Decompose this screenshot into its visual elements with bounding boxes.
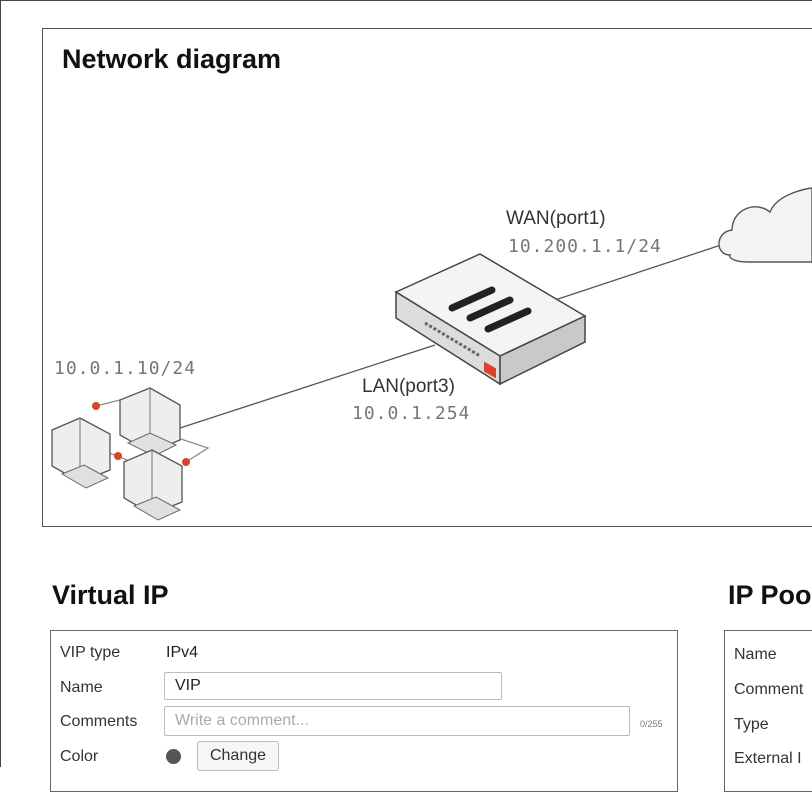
name-label: Name xyxy=(60,679,103,696)
color-label: Color xyxy=(60,748,99,765)
client-ip: 10.0.1.10/24 xyxy=(54,358,197,379)
pool-type-label: Type xyxy=(734,716,769,733)
pool-external-label: External I xyxy=(734,750,802,767)
pool-name-label: Name xyxy=(734,646,777,663)
lan-link xyxy=(179,344,436,429)
pool-comments-label: Comment xyxy=(734,681,804,698)
network-diagram-svg xyxy=(51,187,812,521)
vip-type-value: IPv4 xyxy=(166,644,199,661)
wan-ip: 10.200.1.1/24 xyxy=(508,236,662,257)
firewall-icon xyxy=(394,253,587,386)
wan-label: WAN(port1) xyxy=(506,208,606,229)
wan-link xyxy=(554,241,731,301)
comments-counter: 0/255 xyxy=(640,719,663,729)
name-input[interactable] xyxy=(164,672,502,700)
outer-frame xyxy=(0,0,812,767)
change-color-button[interactable]: Change xyxy=(197,741,279,771)
lan-label: LAN(port3) xyxy=(362,376,455,397)
ip-pool-title: IP Poo xyxy=(728,580,812,610)
lan-ip: 10.0.1.254 xyxy=(352,403,471,424)
color-swatch-icon xyxy=(166,749,181,764)
diagram-title: Network diagram xyxy=(62,44,282,74)
comments-input[interactable] xyxy=(164,706,630,736)
vip-type-label: VIP type xyxy=(60,644,121,661)
ip-pool-form xyxy=(724,630,812,792)
cloud-icon xyxy=(718,187,812,263)
client-computers-icon xyxy=(51,387,210,521)
virtual-ip-title: Virtual IP xyxy=(52,580,169,610)
comments-label: Comments xyxy=(60,713,138,730)
